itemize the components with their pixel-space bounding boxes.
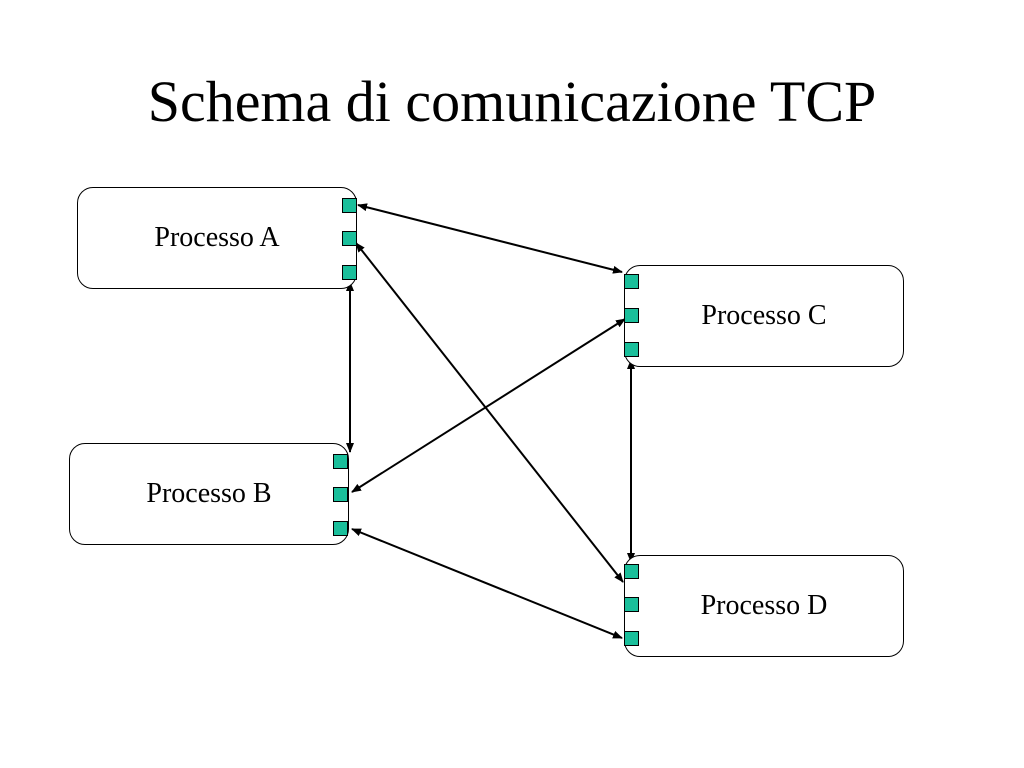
process-c-box: Processo C: [624, 265, 904, 367]
process-a-port-3: [342, 265, 357, 280]
process-a-label: Processo A: [154, 222, 280, 253]
process-c-port-3: [624, 342, 639, 357]
process-a-box: Processo A: [77, 187, 357, 289]
process-c-port-2: [624, 308, 639, 323]
process-d-port-3: [624, 631, 639, 646]
connection-c-b: [351, 318, 626, 493]
process-a-port-2: [342, 231, 357, 246]
process-b-port-3: [333, 521, 348, 536]
connection-a-d: [355, 242, 624, 583]
process-b-box: Processo B: [69, 443, 349, 545]
process-d-label: Processo D: [700, 590, 828, 621]
process-b-label: Processo B: [146, 478, 272, 509]
process-d-box: Processo D: [624, 555, 904, 657]
process-b-port-1: [333, 454, 348, 469]
slide-title: Schema di comunicazione TCP: [147, 69, 877, 134]
process-c-label: Processo C: [701, 300, 827, 331]
connection-b-d: [351, 528, 623, 639]
connection-a-c: [357, 203, 623, 274]
process-d-port-2: [624, 597, 639, 612]
process-c-port-1: [624, 274, 639, 289]
process-a-port-1: [342, 198, 357, 213]
process-d-port-1: [624, 564, 639, 579]
process-b-port-2: [333, 487, 348, 502]
